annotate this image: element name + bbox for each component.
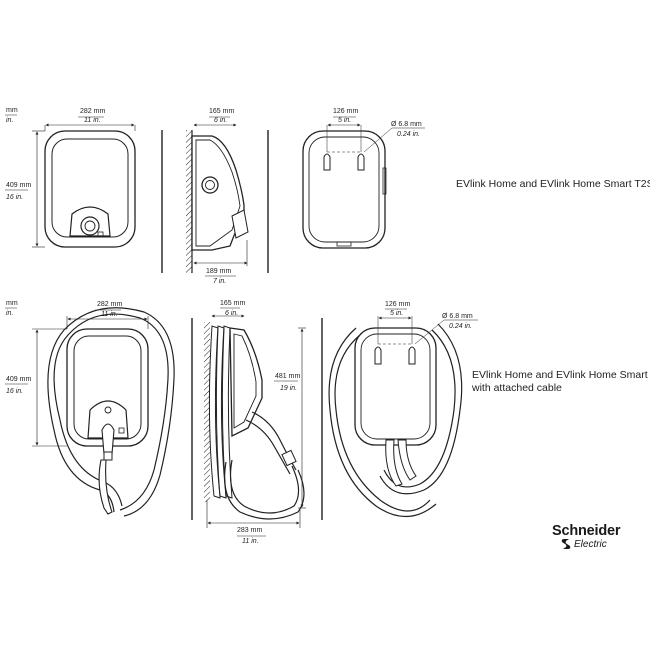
front-view-t2s xyxy=(44,130,136,248)
side-cable-dimensions xyxy=(206,307,306,537)
cable-height-mm-label: 481 mm xyxy=(275,373,300,380)
caption-cable-line2: with attached cable xyxy=(472,382,562,394)
side-view-t2s xyxy=(186,130,249,273)
caption-t2s: EVlink Home and EVlink Home Smart T2S xyxy=(456,178,650,190)
depth-mm-label: 165 mm xyxy=(209,108,234,115)
depth-base-in-label: 7 in. xyxy=(213,278,226,285)
depth-in-label: 6 in. xyxy=(214,117,227,124)
brand-name: Schneider xyxy=(552,523,621,539)
back-view-t2s xyxy=(302,130,387,249)
hole-diameter-mm-label: Ø 6.8 mm xyxy=(442,313,473,320)
height-in-label: 16 in. xyxy=(6,194,23,201)
back-hole-dimension xyxy=(326,116,425,153)
height-mm-label: 409 mm xyxy=(6,182,31,189)
depth-base-mm-label: 189 mm xyxy=(206,268,231,275)
side-depth-dimension xyxy=(193,116,248,277)
side-view-cable xyxy=(204,322,305,520)
width-in-label: 11 in. xyxy=(84,117,101,124)
depth-in-label: 6 in. xyxy=(225,310,238,317)
width-mm-label: 282 mm xyxy=(80,108,105,115)
cable-depth-mm-label: 283 mm xyxy=(237,527,262,534)
hole-diameter-mm-label: Ø 6.8 mm xyxy=(391,121,422,128)
back-view-cable xyxy=(328,323,463,518)
unit-label-mm: mm xyxy=(6,107,18,114)
unit-label-in: in. xyxy=(6,310,13,317)
hole-diameter-in-label: 0.24 in. xyxy=(397,131,420,138)
height-in-label: 16 in. xyxy=(6,388,23,395)
brand-sub: Electric xyxy=(574,539,607,550)
schneider-electric-logo: Schneider Electric xyxy=(552,523,642,555)
hole-spacing-in-label: 5 in. xyxy=(338,117,351,124)
front-view-cable xyxy=(47,307,175,517)
life-is-on-mark-icon xyxy=(561,539,571,549)
hole-diameter-in-label: 0.24 in. xyxy=(449,323,472,330)
cable-depth-in-label: 11 in. xyxy=(242,538,259,545)
caption-cable-line1: EVlink Home and EVlink Home Smart xyxy=(472,369,648,381)
front-width-dimension xyxy=(44,116,136,131)
unit-label-in: in. xyxy=(6,117,13,124)
hole-spacing-mm-label: 126 mm xyxy=(385,301,410,308)
width-in-label: 11 in. xyxy=(101,311,118,318)
front-cable-height-dimension xyxy=(5,307,67,447)
depth-mm-label: 165 mm xyxy=(220,300,245,307)
height-mm-label: 409 mm xyxy=(6,376,31,383)
front-cable-width-dimension xyxy=(66,309,149,329)
back-cable-hole-dimension xyxy=(377,308,478,345)
width-mm-label: 282 mm xyxy=(97,301,122,308)
front-height-dimension xyxy=(5,114,45,248)
hole-spacing-mm-label: 126 mm xyxy=(333,108,358,115)
unit-label-mm: mm xyxy=(6,300,18,307)
cable-height-in-label: 19 in. xyxy=(280,385,297,392)
hole-spacing-in-label: 5 in. xyxy=(390,310,403,317)
